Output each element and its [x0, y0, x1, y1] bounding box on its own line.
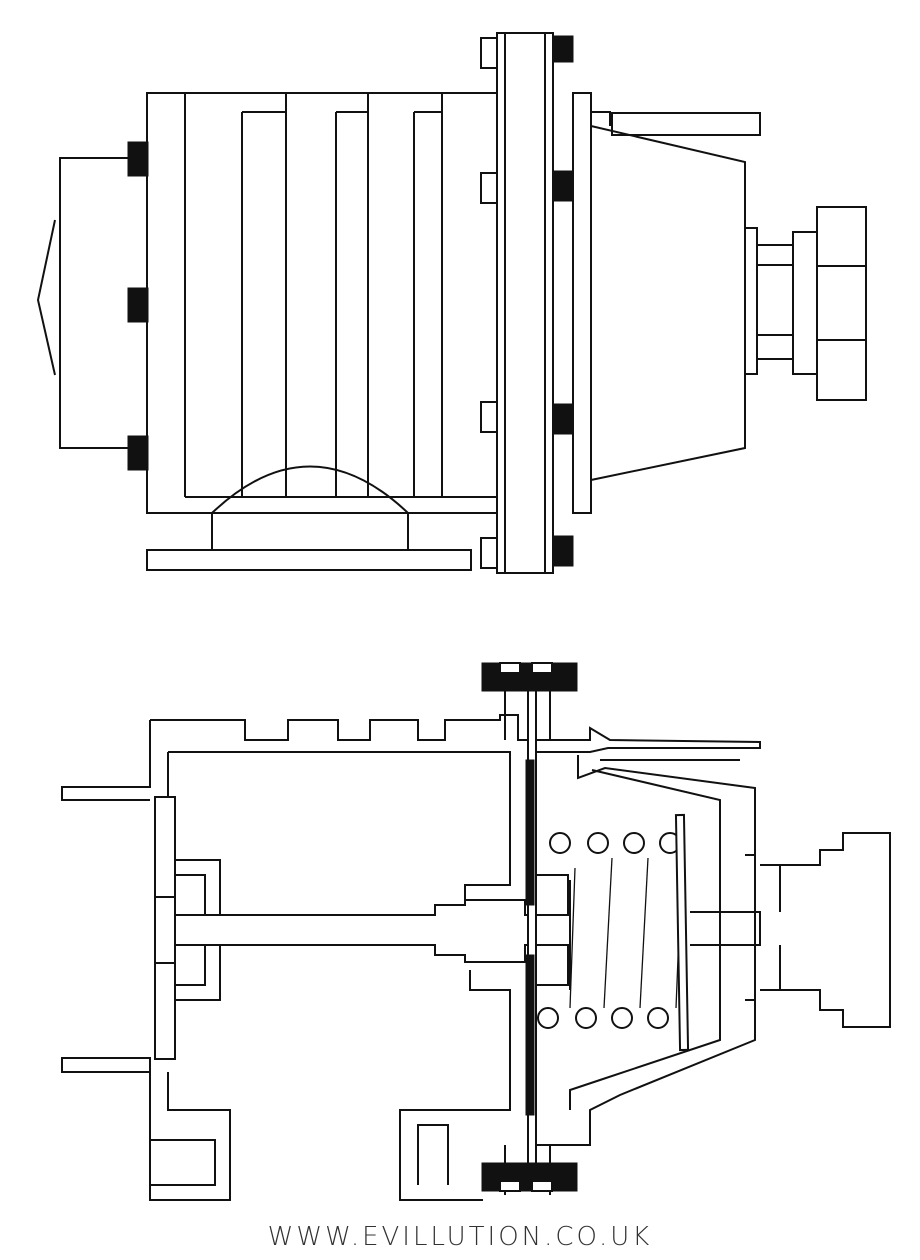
flange-bolt — [552, 403, 574, 435]
end-cap-bolt — [127, 287, 149, 323]
spring-assembly — [537, 813, 690, 1052]
flange-bolt-bottom — [481, 1162, 578, 1192]
bearing-plate — [154, 796, 221, 1060]
flange — [480, 32, 574, 574]
end-cap-bolt — [127, 141, 149, 177]
motor-casing — [61, 714, 528, 1201]
spring-coil — [537, 1007, 559, 1029]
flange-bolt — [552, 535, 574, 567]
spring-coil — [549, 832, 571, 854]
base-plate — [146, 549, 472, 571]
cross-section-view — [61, 662, 891, 1201]
discharge-connector — [744, 206, 867, 401]
spring-coil — [587, 832, 609, 854]
spring-coil — [611, 1007, 633, 1029]
exterior-view — [36, 32, 867, 574]
spring-coil — [647, 1007, 669, 1029]
spring-coil — [623, 832, 645, 854]
pump-volute-section — [536, 726, 781, 1146]
flange-section — [481, 662, 578, 1195]
watermark: WWW.EVILLUTION.CO.UK — [267, 1222, 653, 1252]
flange-bolt-top — [481, 662, 578, 692]
motor-housing — [146, 92, 498, 550]
flange-bolt — [552, 170, 574, 202]
spring-coil — [575, 1007, 597, 1029]
impeller-disc — [674, 813, 690, 1052]
outlet-coupling — [780, 832, 891, 1028]
pump-volute — [572, 92, 761, 514]
end-cap — [36, 141, 149, 471]
end-cap-bolt — [127, 435, 149, 471]
flange-bolt — [552, 35, 574, 63]
drive-shaft — [175, 899, 761, 963]
